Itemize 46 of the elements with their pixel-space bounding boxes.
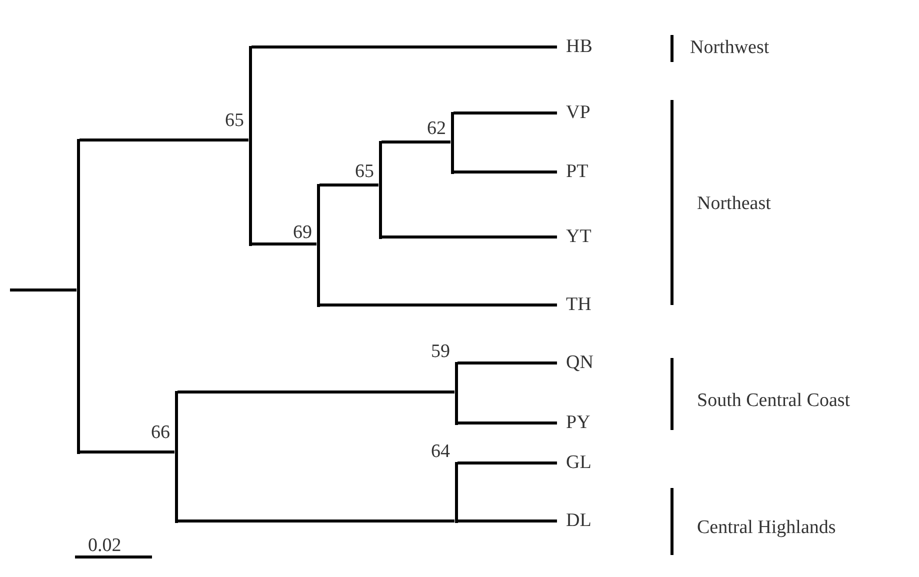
taxon-label: HB [557,35,594,59]
taxon-label: TH [557,293,594,317]
tree-branch [178,520,454,522]
tree-branch [458,462,557,464]
clade-label: Northeast [697,192,771,216]
clade-label: Northwest [690,36,770,60]
tree-branch [178,390,454,394]
tree-branch [80,450,174,454]
clade-label: Central Highlands [697,516,836,540]
bootstrap-value: 65 [225,110,244,132]
tree-branch [454,112,557,114]
taxon-label: PY [557,411,592,435]
tree-branch [252,242,316,246]
clade-branch-line [378,140,382,238]
tree-branch [458,520,557,522]
clade-branch-line [248,46,252,246]
taxon-label: DL [557,509,594,533]
taxon-label: GL [557,451,594,475]
clade-branch-line [316,184,320,306]
bootstrap-value: 59 [431,341,450,363]
bootstrap-value: 64 [431,441,450,463]
clade-branch-line [76,138,80,454]
bootstrap-value: 65 [355,161,374,183]
tree-branch [458,422,557,424]
scale-label: 0.02 [88,534,122,558]
tree-branch [320,184,378,186]
tree-branch [320,304,557,306]
bootstrap-value: 66 [151,422,170,444]
tree-branch [454,170,557,174]
clade-label: South Central Coast [697,389,850,413]
clade-branch-line [454,462,458,522]
taxon-label: PT [557,160,590,184]
taxon-label: YT [557,225,594,249]
tree-branch [382,140,450,144]
taxon-label: VP [557,101,592,125]
clade-branch-line [174,390,178,522]
tree-branch [458,362,557,364]
tree-branch [252,46,557,48]
clade-branch-line [454,362,458,424]
taxon-label: QN [557,351,596,375]
tree-branch [10,288,76,292]
clade-branch-line [450,112,454,174]
tree-branch [80,138,248,142]
bootstrap-value: 69 [293,222,312,244]
tree-branch [382,236,557,238]
bootstrap-value: 62 [427,118,446,140]
